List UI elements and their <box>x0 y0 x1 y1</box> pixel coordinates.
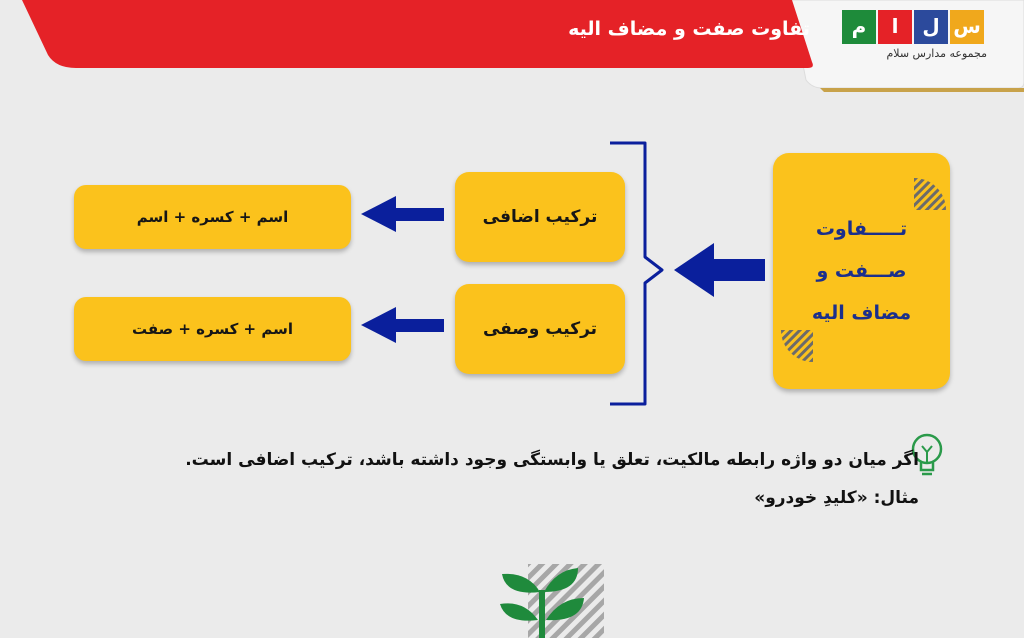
brand-logo: س ل ا م مجموعه مدارس سلام <box>842 10 987 62</box>
note-text: اگر میان دو واژه رابطه مالکیت، تعلق یا و… <box>185 450 919 470</box>
logo-letter-1: س <box>950 10 984 44</box>
note-example: مثال: «کلیدِ خودرو» <box>754 488 919 508</box>
hatch-decoration-top-icon <box>914 178 946 210</box>
result-box-vasfi: اسم + کسره + صفت <box>74 297 351 361</box>
lightbulb-icon <box>911 433 943 476</box>
root-line-2: صـــفت و <box>816 260 907 282</box>
leaf-logo-icon <box>500 564 604 638</box>
result-box-ezafi: اسم + کسره + اسم <box>74 185 351 249</box>
bracket-icon <box>610 141 664 406</box>
header-bar: تفاوت صفت و مضاف الیه س ل ا م مجموعه مدا… <box>0 0 1024 100</box>
logo-tagline: مجموعه مدارس سلام <box>886 47 987 60</box>
page-title: تفاوت صفت و مضاف الیه <box>568 18 810 40</box>
hatch-decoration-bottom-icon <box>781 330 813 362</box>
root-line-1: تـــــفاوت <box>815 218 908 240</box>
logo-letter-3: ا <box>878 10 912 44</box>
logo-letter-4: م <box>842 10 876 44</box>
branch-arrow-1-icon <box>361 196 444 232</box>
root-line-3: مضاف الیه <box>811 302 912 324</box>
logo-letter-2: ل <box>914 10 948 44</box>
branch-arrow-2-icon <box>361 307 444 343</box>
root-arrow-icon <box>674 243 765 297</box>
branch-box-vasfi: ترکیب وصفی <box>455 284 625 374</box>
branch-box-ezafi: ترکیب اضافی <box>455 172 625 262</box>
